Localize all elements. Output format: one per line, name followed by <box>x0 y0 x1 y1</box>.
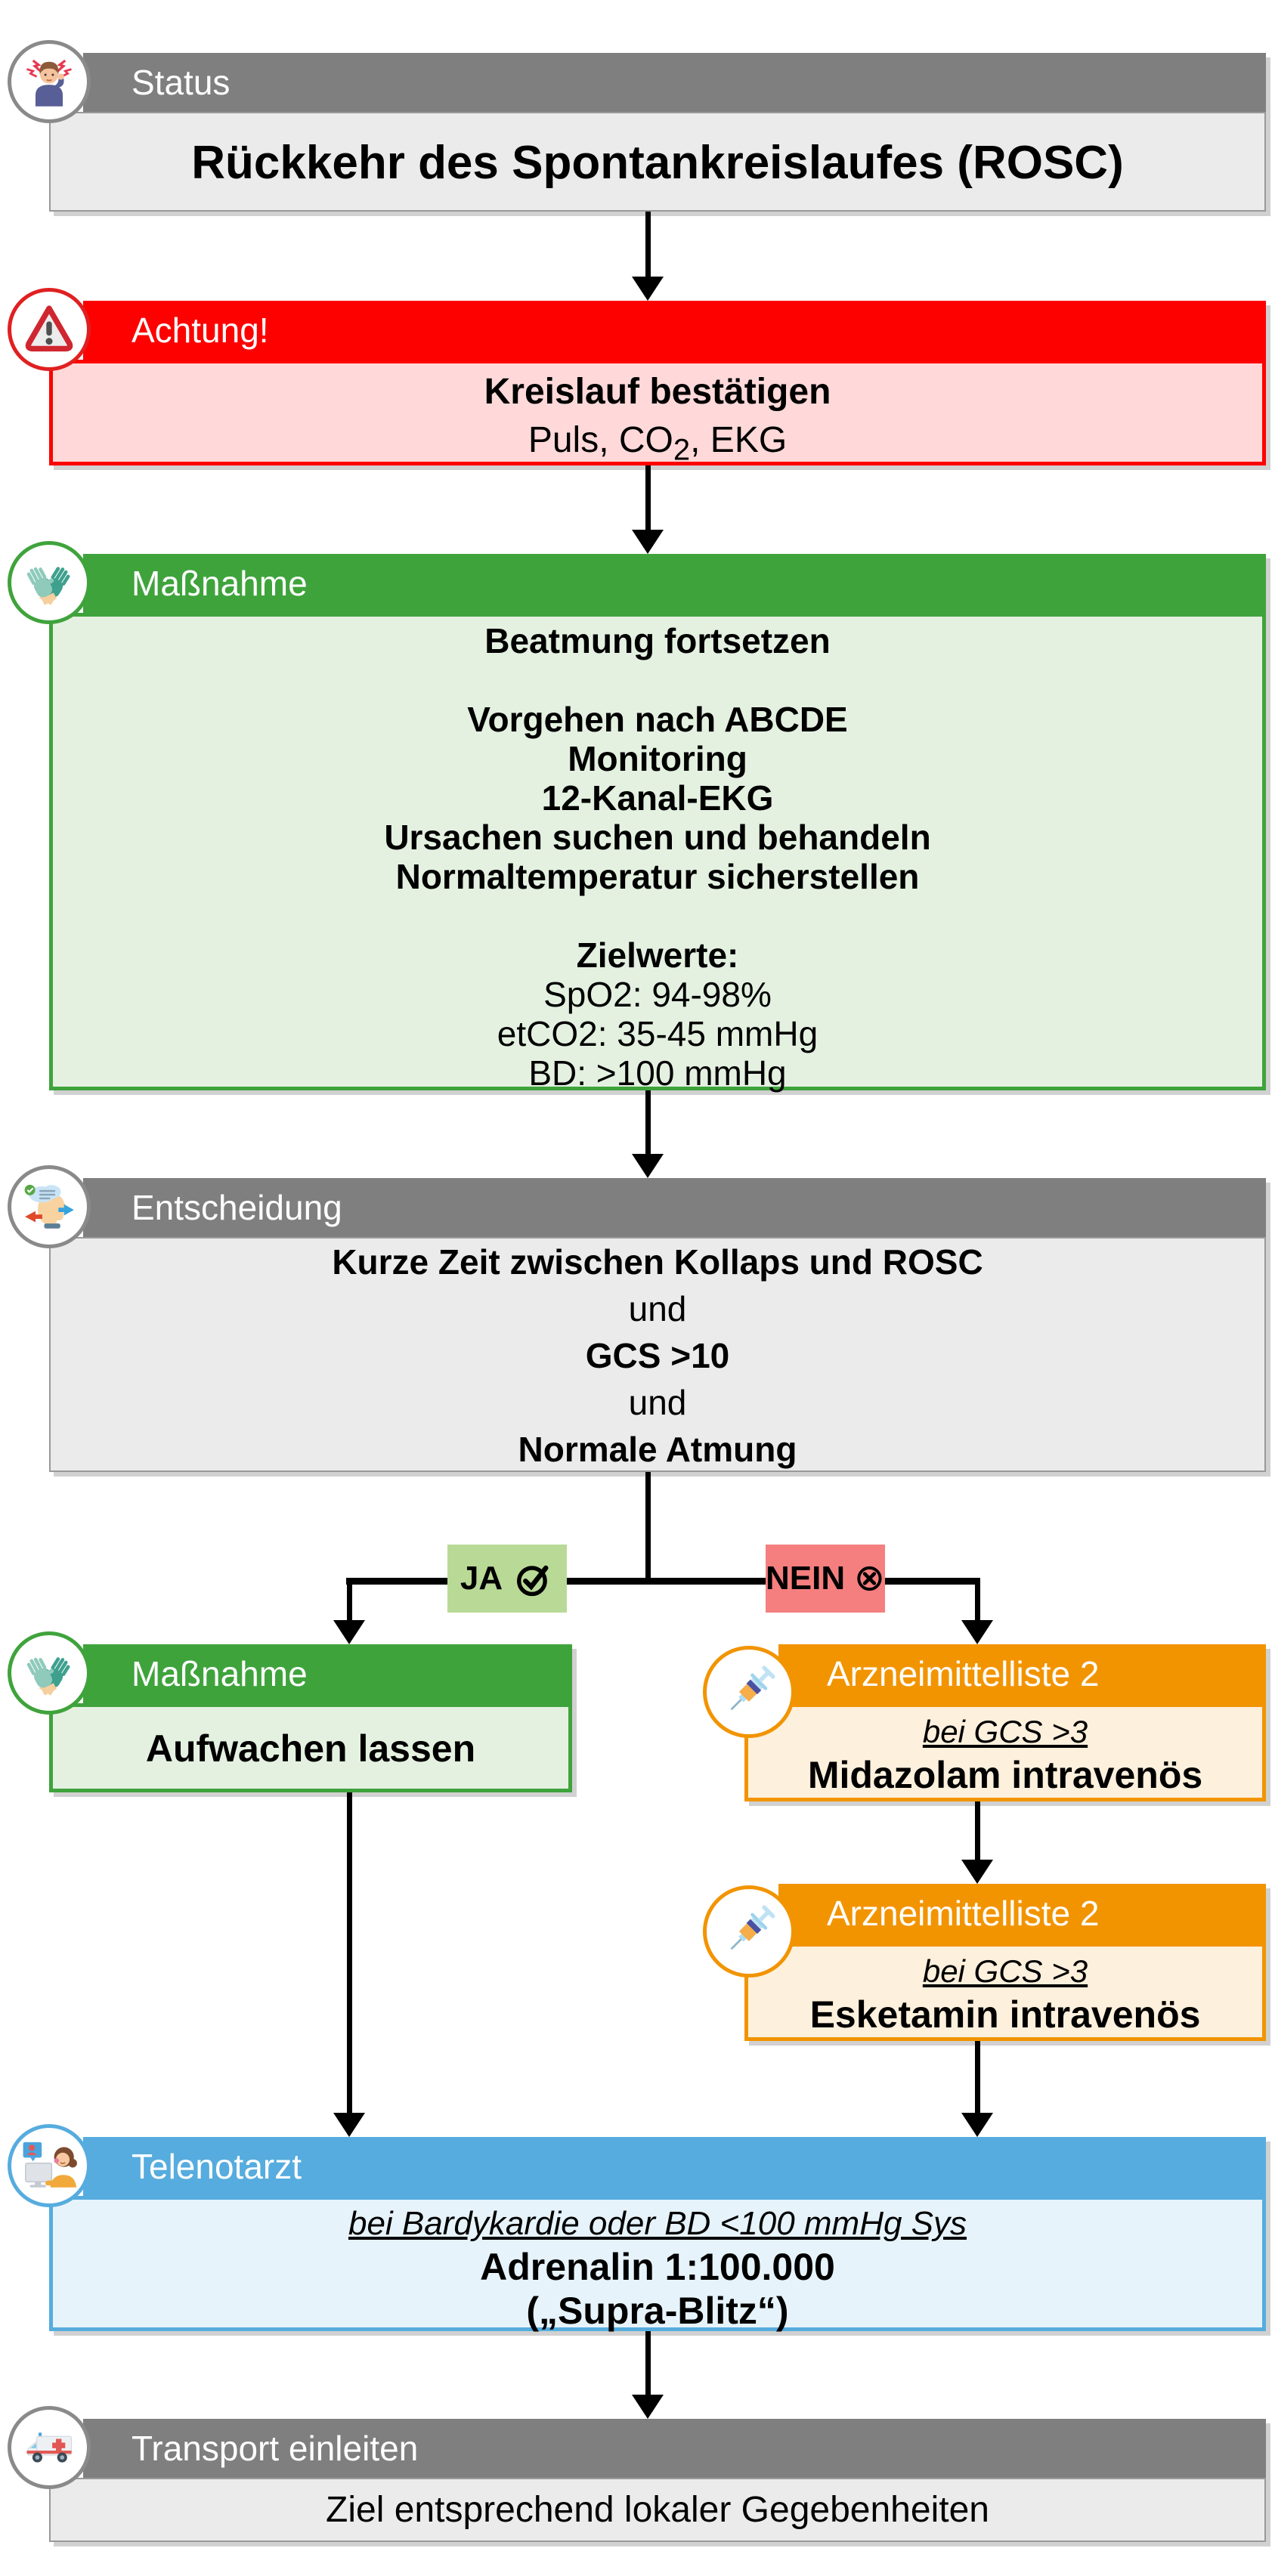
transport-text: Ziel entsprechend lokaler Gegebenheiten <box>326 2490 989 2530</box>
achtung-header: Achtung! <box>83 301 1266 360</box>
arrowhead-arznei2-telenotarzt <box>961 2113 993 2137</box>
no-label: NEIN <box>766 1560 846 1597</box>
status-header: Status <box>83 53 1266 112</box>
massnahme-line: BD: >100 mmHg <box>528 1053 787 1093</box>
branch-left-drop <box>347 1578 352 1622</box>
achtung-body: Kreislauf bestätigen Puls, CO2, EKG <box>49 360 1266 467</box>
arznei2-header-label: Arzneimittelliste 2 <box>827 1894 1100 1933</box>
achtung-header-label: Achtung! <box>132 311 269 350</box>
massnahme-spacer <box>53 896 1262 935</box>
arznei2-drug: Esketamin intravenös <box>809 1993 1201 2036</box>
warning-triangle-icon <box>8 288 91 371</box>
arrowhead-telenotarzt-transport <box>632 2395 664 2419</box>
yes-chip: JA <box>447 1545 567 1613</box>
medical-gloves-icon <box>8 1631 91 1715</box>
entscheidung-header-label: Entscheidung <box>132 1188 342 1227</box>
syringe-icon <box>703 1885 795 1978</box>
transport-body: Ziel entsprechend lokaler Gegebenheiten <box>49 2478 1266 2542</box>
massnahme-spacer <box>53 660 1262 700</box>
telenotarzt-line-2: („Supra-Blitz“) <box>526 2290 789 2332</box>
syringe-icon <box>703 1646 795 1738</box>
arrowhead-achtung-massnahme <box>632 530 664 554</box>
massnahme-line: Beatmung fortsetzen <box>484 621 831 660</box>
entscheidung-line: GCS >10 <box>585 1336 730 1375</box>
massnahme-line: Monitoring <box>568 739 747 778</box>
telenotarzt-condition: bei Bardykardie oder BD <100 mmHg Sys <box>348 2205 967 2242</box>
status-header-label: Status <box>132 63 231 102</box>
entscheidung-body: Kurze Zeit zwischen Kollaps und ROSC und… <box>49 1237 1266 1472</box>
telenotarzt-body: bei Bardykardie oder BD <100 mmHg Sys Ad… <box>49 2196 1266 2332</box>
massnahme-line: etCO2: 35-45 mmHg <box>497 1014 819 1053</box>
massnahme-line: 12-Kanal-EKG <box>541 778 774 818</box>
branch-stem <box>645 1472 651 1581</box>
medical-gloves-icon <box>8 541 91 624</box>
telemedicine-icon <box>8 2124 91 2207</box>
arznei2-body: bei GCS >3 Esketamin intravenös <box>744 1943 1266 2041</box>
entscheidung-line: und <box>628 1383 687 1422</box>
arznei1-condition: bei GCS >3 <box>922 1714 1088 1749</box>
massnahme-line: Ursachen suchen und behandeln <box>384 818 931 857</box>
ambulance-icon <box>8 2406 91 2489</box>
arznei1-drug: Midazolam intravenös <box>807 1754 1203 1796</box>
arznei1-body: bei GCS >3 Midazolam intravenös <box>744 1703 1266 1801</box>
massnahme2-text: Aufwachen lassen <box>145 1727 476 1770</box>
page-title: Rückkehr des Spontankreislaufes (ROSC) <box>191 137 1124 189</box>
decision-head-icon <box>8 1165 91 1248</box>
check-circle-icon <box>517 1565 549 1597</box>
massnahme-header-label: Maßnahme <box>132 564 308 603</box>
branch-right-drop <box>975 1578 980 1622</box>
massnahme-line: Normaltemperatur sicherstellen <box>395 857 920 896</box>
massnahme2-header-label: Maßnahme <box>132 1654 308 1693</box>
massnahme-line: SpO2: 94-98% <box>543 975 772 1014</box>
branch-horizontal <box>346 1578 980 1585</box>
transport-header-label: Transport einleiten <box>132 2429 419 2468</box>
entscheidung-header: Entscheidung <box>83 1178 1266 1237</box>
headache-person-icon <box>8 40 91 123</box>
cross-circle-icon <box>857 1566 882 1591</box>
yes-label: JA <box>460 1560 503 1597</box>
achtung-line-2: Puls, CO2, EKG <box>528 420 788 467</box>
massnahme-line: Vorgehen nach ABCDE <box>467 700 848 739</box>
entscheidung-line: Normale Atmung <box>518 1430 797 1469</box>
arrowhead-arznei1-arznei2 <box>961 1860 993 1884</box>
connector-achtung-massnahme <box>645 465 651 531</box>
telenotarzt-header-label: Telenotarzt <box>132 2147 302 2186</box>
arrowhead-massnahme2-telenotarzt <box>333 2113 365 2137</box>
arznei1-header: Arzneimittelliste 2 <box>778 1644 1266 1703</box>
connector-telenotarzt-transport <box>645 2331 651 2396</box>
connector-arznei2-telenotarzt <box>975 2041 980 2114</box>
arrowhead-massnahme-entscheidung <box>632 1154 664 1178</box>
transport-header: Transport einleiten <box>83 2419 1266 2478</box>
no-chip: NEIN <box>766 1545 885 1613</box>
arznei1-header-label: Arzneimittelliste 2 <box>827 1654 1100 1693</box>
arrowhead-branch-left <box>333 1620 365 1644</box>
arznei2-condition: bei GCS >3 <box>922 1953 1088 1989</box>
status-body: Rückkehr des Spontankreislaufes (ROSC) <box>49 112 1266 212</box>
connector-massnahme-entscheidung <box>645 1090 651 1155</box>
telenotarzt-header: Telenotarzt <box>83 2137 1266 2196</box>
entscheidung-line: und <box>628 1289 687 1328</box>
connector-massnahme2-telenotarzt <box>347 1792 352 2114</box>
massnahme-body: Beatmung fortsetzen Vorgehen nach ABCDE … <box>49 613 1266 1093</box>
massnahme-header: Maßnahme <box>83 554 1266 613</box>
entscheidung-line: Kurze Zeit zwischen Kollaps und ROSC <box>332 1242 983 1282</box>
arrowhead-branch-right <box>961 1620 993 1644</box>
massnahme2-header: Maßnahme <box>83 1644 572 1703</box>
telenotarzt-line-1: Adrenalin 1:100.000 <box>480 2246 835 2288</box>
connector-arznei1-arznei2 <box>975 1801 980 1861</box>
massnahme2-body: Aufwachen lassen <box>49 1703 572 1792</box>
arznei2-header: Arzneimittelliste 2 <box>778 1884 1266 1943</box>
arrowhead-status-achtung <box>632 277 664 301</box>
achtung-line-1: Kreislauf bestätigen <box>484 372 831 412</box>
massnahme-line: Zielwerte: <box>576 935 739 975</box>
connector-status-achtung <box>645 212 651 280</box>
